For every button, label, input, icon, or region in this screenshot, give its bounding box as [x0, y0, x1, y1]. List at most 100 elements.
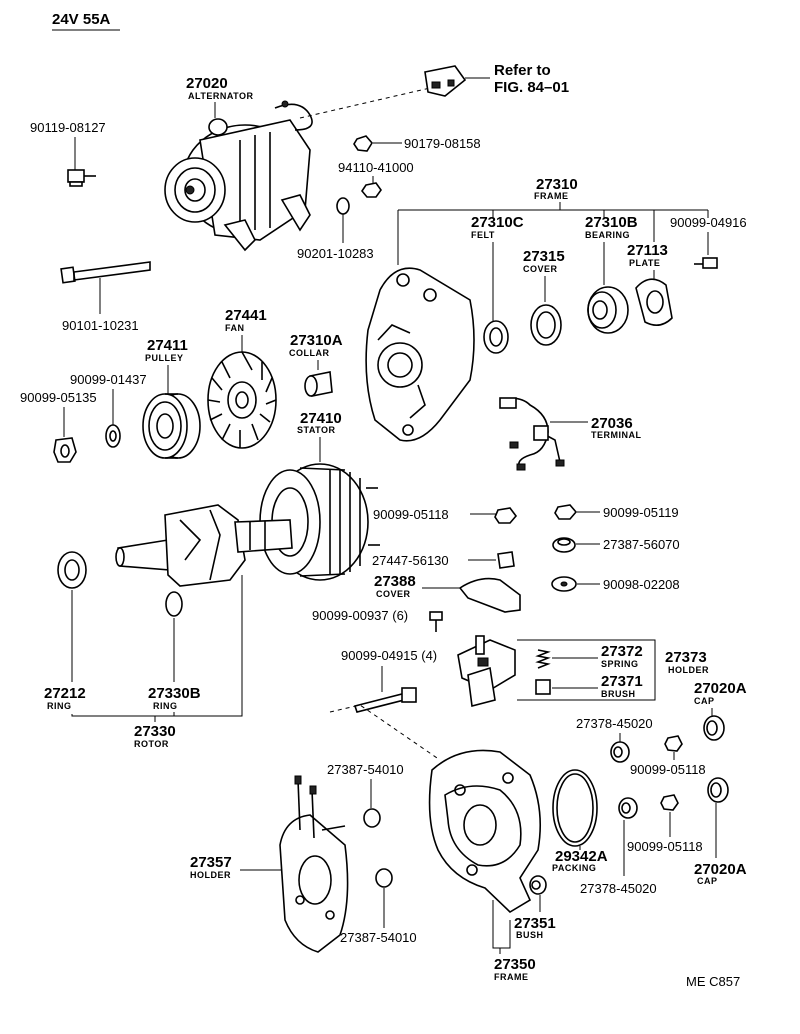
label-27373: 27373 — [665, 649, 707, 666]
rear-frame-drawing — [428, 749, 542, 914]
rectifier-holder-drawing — [279, 775, 349, 953]
screw-90099-00937-drawing — [429, 611, 443, 632]
label-27212: 27212 — [44, 685, 86, 702]
bolt-90119-drawing — [67, 169, 96, 187]
connector-drawing — [424, 65, 467, 97]
label-27373-name: HOLDER — [668, 665, 709, 675]
pulley-drawing — [142, 393, 201, 459]
label-27310C-name: FELT — [471, 230, 495, 240]
through-bolt-drawing — [60, 261, 151, 284]
label-90099-05118-b: 90099-05118 — [630, 762, 706, 777]
cap-27020A-top-drawing — [703, 715, 725, 741]
label-90119-08127: 90119-08127 — [30, 120, 106, 135]
nut-94110-drawing — [361, 182, 382, 198]
refer-line-1: Refer to — [494, 62, 551, 79]
label-27113: 27113 — [627, 242, 668, 259]
label-27388: 27388 — [374, 573, 416, 590]
label-27330: 27330 — [134, 723, 176, 740]
label-27310B: 27310B — [585, 214, 638, 231]
label-90098-02208: 90098-02208 — [603, 577, 680, 592]
label-27310C: 27310C — [471, 214, 524, 231]
screw-90099-04915-drawing — [353, 687, 417, 713]
label-90099-05119: 90099-05119 — [603, 505, 679, 520]
figure-code: ME C857 — [686, 974, 740, 989]
label-29342A: 29342A — [555, 848, 608, 865]
nut-90099-05118-c-drawing — [660, 794, 679, 811]
label-27310A: 27310A — [290, 332, 343, 349]
label-27351: 27351 — [514, 915, 556, 932]
label-27411-name: PULLEY — [145, 353, 184, 363]
label-27371-name: BRUSH — [601, 689, 636, 699]
front-frame-drawing — [365, 267, 475, 442]
terminal-harness-drawing — [499, 397, 565, 471]
label-27387-54010-a: 27387-54010 — [327, 762, 404, 777]
label-27020A-bottom-name: CAP — [697, 876, 718, 886]
label-27372: 27372 — [601, 643, 643, 660]
cover-27388-drawing — [458, 577, 521, 613]
plate-27113-drawing — [635, 278, 673, 326]
label-27447-56130: 27447-56130 — [372, 553, 449, 568]
label-27410-name: STATOR — [297, 425, 336, 435]
packing-29342A-drawing — [552, 769, 598, 847]
label-90201-10283: 90201-10283 — [297, 246, 374, 261]
nut-90179-drawing — [353, 135, 373, 152]
label-27020A-bottom: 27020A — [694, 861, 747, 878]
label-94110-41000: 94110-41000 — [338, 160, 414, 175]
nut-90099-05119-drawing — [554, 504, 578, 520]
label-27378-45020-a: 27378-45020 — [576, 716, 653, 731]
label-27351-name: BUSH — [516, 930, 544, 940]
label-27441: 27441 — [225, 307, 267, 324]
label-27310-name: FRAME — [534, 191, 569, 201]
clip-27447-drawing — [497, 551, 515, 569]
stator-drawing — [259, 463, 380, 581]
label-27411: 27411 — [147, 337, 188, 354]
label-27315-name: COVER — [523, 264, 558, 274]
label-90099-05135: 90099-05135 — [20, 390, 97, 405]
label-27310B-name: BEARING — [585, 230, 630, 240]
felt-27310C-drawing — [483, 320, 509, 354]
insulator-27387-56070-drawing — [552, 537, 576, 553]
bolt-90099-04916-drawing — [694, 257, 718, 269]
brush-holder-drawing — [457, 635, 516, 708]
rotor-drawing — [115, 504, 293, 587]
label-27315: 27315 — [523, 248, 565, 265]
nut-90099-05118-b-drawing — [664, 735, 683, 752]
label-27378-45020-b: 27378-45020 — [580, 881, 657, 896]
label-27410: 27410 — [300, 410, 342, 427]
label-90099-00937: 90099-00937 (6) — [312, 608, 408, 623]
label-90099-04916: 90099-04916 — [670, 215, 747, 230]
label-27330B: 27330B — [148, 685, 201, 702]
brush-27371-drawing — [535, 679, 551, 695]
label-27020-name: ALTERNATOR — [188, 91, 254, 101]
ring-27212-drawing — [57, 551, 87, 589]
insulator-27378-b-drawing — [618, 797, 638, 819]
ring-27330B-drawing — [165, 591, 183, 617]
label-27387-56070: 27387-56070 — [603, 537, 680, 552]
label-90179-08158: 90179-08158 — [404, 136, 481, 151]
washer-90201-drawing — [336, 197, 350, 215]
label-27441-name: FAN — [225, 323, 245, 333]
label-27020A-top-name: CAP — [694, 696, 715, 706]
cap-27020A-bottom-drawing — [707, 777, 729, 803]
label-27020: 27020 — [186, 75, 228, 92]
label-27357-name: HOLDER — [190, 870, 231, 880]
label-27350-name: FRAME — [494, 972, 529, 982]
label-27330B-name: RING — [153, 701, 178, 711]
insulator-27387-54010-a-drawing — [363, 808, 381, 828]
label-90099-04915: 90099-04915 (4) — [341, 648, 437, 663]
label-90101-10231: 90101-10231 — [62, 318, 139, 333]
fan-drawing — [207, 351, 277, 449]
label-27036-name: TERMINAL — [591, 430, 642, 440]
collar-drawing — [304, 371, 333, 397]
insulator-27387-54010-b-drawing — [375, 868, 393, 888]
bush-27351-drawing — [529, 875, 547, 895]
spec-title: 24V 55A — [52, 11, 111, 28]
label-27036: 27036 — [591, 415, 633, 432]
cover-27315-drawing — [530, 304, 562, 346]
refer-line-2: FIG. 84–01 — [494, 79, 569, 96]
nut-90099-05118-a-drawing — [494, 507, 518, 524]
label-29342A-name: PACKING — [552, 863, 596, 873]
alternator-drawing — [164, 100, 313, 252]
label-27310: 27310 — [536, 176, 578, 193]
